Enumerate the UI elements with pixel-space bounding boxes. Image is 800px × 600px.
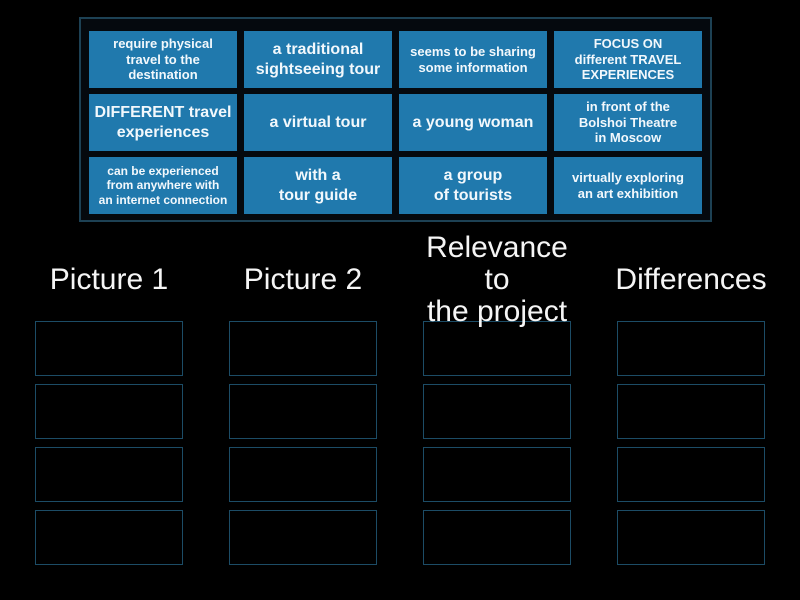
drop-slot[interactable]: [423, 321, 571, 376]
draggable-tile[interactable]: in front of the Bolshoi Theatre in Mosco…: [554, 94, 702, 151]
drop-slot[interactable]: [229, 447, 377, 502]
tile-label: virtually exploring an art exhibition: [572, 169, 684, 201]
group-column: Differences: [615, 248, 767, 573]
drop-slot[interactable]: [229, 321, 377, 376]
draggable-tile[interactable]: a virtual tour: [244, 94, 392, 151]
drop-slot[interactable]: [423, 447, 571, 502]
drop-slot[interactable]: [617, 510, 765, 565]
drop-slot[interactable]: [617, 321, 765, 376]
drop-slot[interactable]: [229, 384, 377, 439]
draggable-tile[interactable]: a young woman: [399, 94, 547, 151]
group-slots: [617, 321, 765, 565]
tile-label: can be experienced from anywhere with an…: [98, 163, 228, 207]
group-title: Differences: [615, 263, 767, 297]
tile-label: a young woman: [412, 113, 534, 131]
tile-label: FOCUS ON different TRAVEL EXPERIENCES: [574, 35, 682, 83]
draggable-tile[interactable]: FOCUS ON different TRAVEL EXPERIENCES: [554, 31, 702, 88]
drop-slot[interactable]: [617, 384, 765, 439]
drop-slot[interactable]: [35, 321, 183, 376]
group-title: Picture 1: [49, 263, 169, 297]
draggable-tile[interactable]: seems to be sharing some information: [399, 31, 547, 88]
drop-slot[interactable]: [229, 510, 377, 565]
tile-label: a virtual tour: [269, 113, 367, 131]
draggable-tile[interactable]: with a tour guide: [244, 157, 392, 214]
draggable-tile[interactable]: virtually exploring an art exhibition: [554, 157, 702, 214]
draggable-tile[interactable]: a group of tourists: [399, 157, 547, 214]
tile-label: DIFFERENT travel experiences: [94, 103, 232, 141]
drop-slot[interactable]: [617, 447, 765, 502]
tile-label: with a tour guide: [278, 166, 358, 204]
drop-slot[interactable]: [35, 447, 183, 502]
tile-bank: require physical travel to the destinati…: [79, 17, 712, 222]
draggable-tile[interactable]: DIFFERENT travel experiences: [89, 94, 237, 151]
group-slots: [423, 321, 571, 565]
draggable-tile[interactable]: a traditional sightseeing tour: [244, 31, 392, 88]
group-title: Relevance to the project: [426, 231, 568, 328]
drop-slot[interactable]: [35, 384, 183, 439]
draggable-tile[interactable]: require physical travel to the destinati…: [89, 31, 237, 88]
tile-label: seems to be sharing some information: [410, 43, 536, 75]
draggable-tile[interactable]: can be experienced from anywhere with an…: [89, 157, 237, 214]
group-column: Picture 1: [35, 248, 183, 573]
group-slots: [229, 321, 377, 565]
group-columns: Picture 1 Picture 2 Relevance to the pro…: [35, 231, 767, 573]
group-column: Picture 2: [229, 248, 377, 573]
tile-label: in front of the Bolshoi Theatre in Mosco…: [578, 98, 678, 146]
drop-slot[interactable]: [423, 384, 571, 439]
group-title: Picture 2: [243, 263, 363, 297]
tile-label: require physical travel to the destinati…: [113, 35, 213, 83]
drop-slot[interactable]: [35, 510, 183, 565]
group-slots: [35, 321, 183, 565]
tile-label: a group of tourists: [433, 166, 513, 204]
group-column: Relevance to the project: [423, 231, 571, 573]
tile-label: a traditional sightseeing tour: [255, 40, 381, 78]
drop-slot[interactable]: [423, 510, 571, 565]
